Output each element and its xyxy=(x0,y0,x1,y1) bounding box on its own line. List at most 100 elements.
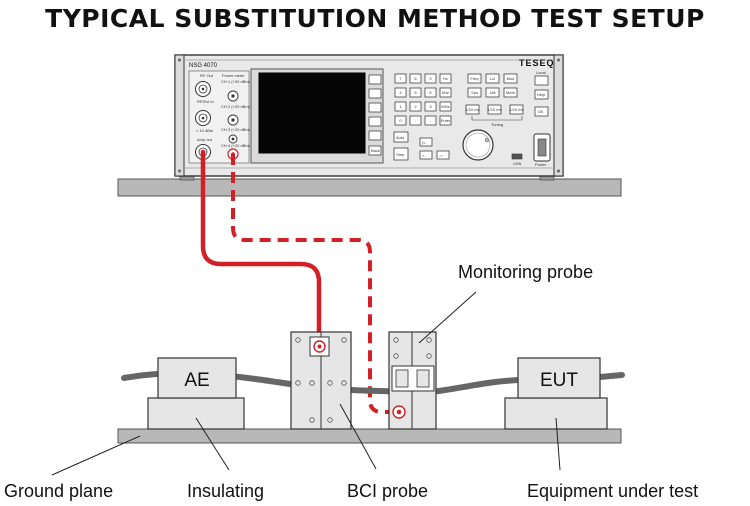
label-ground-plane: Ground plane xyxy=(4,481,113,501)
harness-cable-right xyxy=(597,372,625,380)
label-insulating: Insulating xyxy=(187,481,264,501)
instrument-model: NSG 4070 xyxy=(189,63,218,69)
help-key xyxy=(534,89,549,100)
tuning-key-label: 1/10 ms xyxy=(509,107,523,112)
function-key xyxy=(467,73,482,84)
leader-monitoring-probe xyxy=(418,291,477,344)
keypad-key xyxy=(394,115,407,126)
step-key xyxy=(393,147,409,161)
ae-insulating-block xyxy=(147,397,245,430)
keypad-key xyxy=(439,115,452,126)
rf-in-label: RF/Ext In xyxy=(197,99,214,104)
nav-first-key xyxy=(419,137,433,147)
nav-right-label: -> xyxy=(439,153,443,158)
tuning-key xyxy=(465,104,480,115)
back-key-label: Back xyxy=(371,148,380,153)
auto-key-label: Auto xyxy=(396,135,405,140)
ch4-label: CH 4 (+20 dBm) xyxy=(221,143,251,148)
label-equipment-under-test: Equipment under test xyxy=(527,481,698,501)
keypad-key-label: . xyxy=(415,118,416,123)
amp-out-label: Amp out xyxy=(197,137,213,142)
nav-left-key xyxy=(419,150,433,160)
keypad-key xyxy=(394,87,407,98)
keypad-key xyxy=(424,115,437,126)
keypad-key xyxy=(409,87,422,98)
leader-insulating xyxy=(195,417,230,471)
keypad-key-label: 9 xyxy=(429,76,432,81)
keypad-key-label: 3 xyxy=(429,104,432,109)
keypad-key-label: Enter xyxy=(441,118,451,123)
page-title: TYPICAL SUBSTITUTION METHOD TEST SETUP xyxy=(45,4,705,33)
instrument-brand: TESEQ xyxy=(519,58,555,68)
keypad-key xyxy=(394,101,407,112)
tuning-key xyxy=(487,104,502,115)
power-label: Power xyxy=(535,162,547,167)
monitoring-cable xyxy=(231,154,396,414)
function-key-label: Mem xyxy=(506,90,516,95)
usb-label: USB xyxy=(513,161,522,166)
ch1-label: CH 1 (+20 dBm) xyxy=(221,79,251,84)
step-key-label: Step xyxy=(396,152,405,157)
nav-left-label: <- xyxy=(422,153,426,158)
keypad-key-label: 6 xyxy=(429,90,432,95)
eut-label: EUT xyxy=(540,370,578,391)
nav-right-key xyxy=(436,150,450,160)
function-key-label: Sys xyxy=(471,90,478,95)
function-key xyxy=(485,87,500,98)
keypad-key-label: kHz xyxy=(442,90,449,95)
leader-equipment-under-test xyxy=(555,417,561,471)
eut-box xyxy=(517,357,601,399)
keypad-key xyxy=(409,115,422,126)
display-screen xyxy=(258,72,366,154)
local-key xyxy=(534,75,549,86)
function-key-label: Lvl xyxy=(490,76,495,81)
help-key-label: Help xyxy=(537,92,546,97)
local-label: Local xyxy=(536,70,546,75)
keypad-key xyxy=(439,87,452,98)
keypad-key-label: 4 xyxy=(399,90,402,95)
ok-key-label: Ok xyxy=(538,109,543,114)
keypad-key xyxy=(424,101,437,112)
ground-plane xyxy=(117,428,622,444)
keypad-key xyxy=(424,87,437,98)
tuning-key xyxy=(509,104,524,115)
keypad-key xyxy=(424,73,437,84)
keypad-key xyxy=(439,73,452,84)
bci-probe xyxy=(290,331,352,430)
keypad-key-label: 1 xyxy=(399,104,402,109)
auto-key xyxy=(393,131,409,143)
ae-box xyxy=(157,357,237,399)
label-monitoring-probe: Monitoring probe xyxy=(458,262,593,282)
rf-out-label: RF Out xyxy=(200,73,214,78)
nav-first-label: |<- xyxy=(422,140,427,145)
keypad-key xyxy=(439,101,452,112)
leader-ground-plane xyxy=(51,435,141,476)
keypad-key xyxy=(394,73,407,84)
ok-key xyxy=(534,106,549,117)
keypad-key-label: 8 xyxy=(414,76,417,81)
function-key xyxy=(467,87,482,98)
signal-generator: NSG 4070 TESEQ RF Out RF/Ext In < 10 dBm… xyxy=(174,54,564,177)
power-meter-label: Power meter xyxy=(222,73,245,78)
function-key xyxy=(503,87,518,98)
tuning-key-label: 1/10 ms xyxy=(465,107,479,112)
keypad-key-label: 0 xyxy=(399,118,402,123)
usb-port xyxy=(511,153,523,160)
ch2-label: CH 2 (+20 dBm) xyxy=(221,104,251,109)
keypad-key-label: Hz xyxy=(443,76,448,81)
function-key xyxy=(485,73,500,84)
function-key-label: Freq xyxy=(470,76,478,81)
function-key xyxy=(503,73,518,84)
keypad-key xyxy=(409,101,422,112)
freq-label: < 10 dBm xyxy=(196,128,214,133)
keypad-key-label: 2 xyxy=(414,104,417,109)
monitoring-probe xyxy=(388,331,437,430)
function-key-label: Mod xyxy=(507,76,515,81)
leader-bci-probe xyxy=(339,403,377,470)
keypad-key-label: - xyxy=(430,118,432,123)
function-key-label: Util xyxy=(490,90,496,95)
instrument-shelf xyxy=(117,178,622,197)
ch3-label: CH 3 (+20 dBm) xyxy=(221,127,251,132)
